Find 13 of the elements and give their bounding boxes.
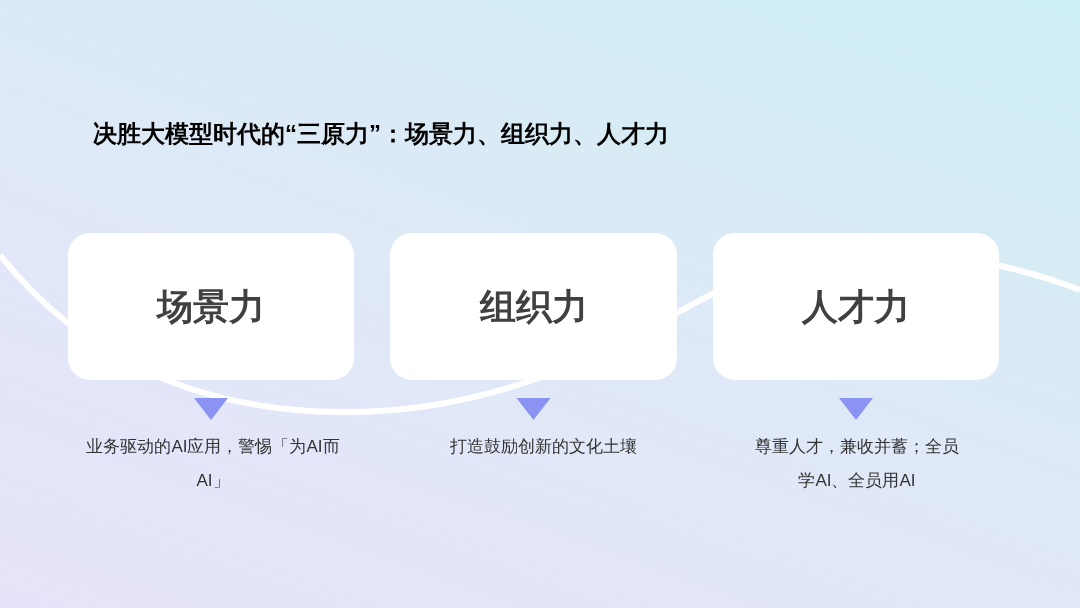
card	[713, 233, 999, 380]
description-text: 尊重人才，兼收并蓄；全员学AI、全员用AI	[752, 422, 962, 498]
arrow	[516, 398, 551, 420]
card-title: 组织力	[479, 284, 588, 329]
card	[390, 233, 677, 380]
arrow	[194, 398, 228, 420]
description-text: 打造鼓励创新的文化土壤	[398, 422, 688, 464]
arrow	[839, 398, 873, 420]
card-title: 人才力	[802, 284, 910, 329]
title: 决胜大模型时代的“三原力”：场景力、组织力、人才力	[93, 119, 669, 149]
card-title: 场景力	[157, 284, 265, 329]
description-text: 业务驱动的AI应用，警惕「为AI而AI」	[80, 422, 346, 498]
card	[68, 233, 354, 380]
